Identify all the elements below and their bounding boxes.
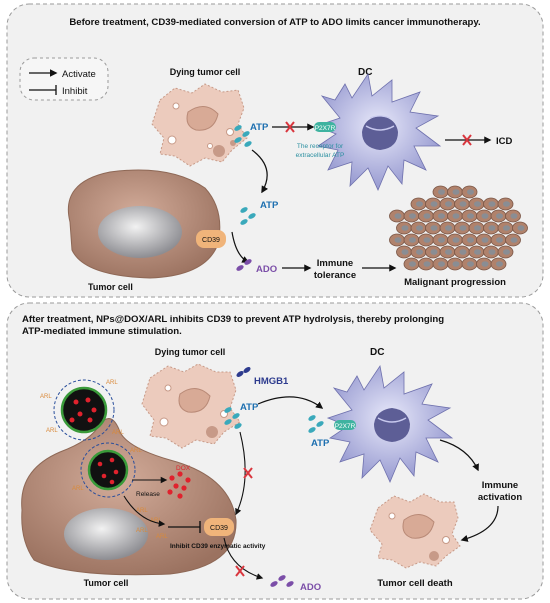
dc-label-bottom: DC (370, 347, 384, 358)
dying-tumor-cell-bottom (141, 363, 241, 449)
arl-label-9: ARL (136, 528, 148, 534)
p2x7r-receptor-top (314, 122, 336, 132)
nanoparticle-inside (80, 442, 136, 498)
tumor-cell-death-label: Tumor cell death (377, 578, 453, 589)
p2x7r-label-top: P2X7R (315, 125, 336, 132)
arl-label-1: ARL (40, 394, 52, 400)
arl-label-5: ARL (72, 486, 84, 492)
ado-label-bottom: ADO (300, 582, 321, 593)
activation-to-death-arrow (460, 505, 499, 542)
nanoparticle-outside (53, 379, 115, 441)
immune-tolerance-2: tolerance (314, 270, 356, 281)
atp-cd39-block-x-icon (243, 467, 253, 479)
ado-molecules-top (236, 259, 252, 271)
icd-label: ICD (496, 136, 513, 147)
dc-to-activation-arrow (439, 439, 479, 472)
atp-label-top-2: ATP (260, 200, 279, 211)
block-x-icon (285, 121, 295, 133)
dying-tumor-cell-top (151, 83, 248, 167)
inhibit-cd39-note: Inhibit CD39 enzymatic activity (170, 543, 266, 550)
dying-cell-label-top: Dying tumor cell (170, 67, 241, 77)
cd39-enzyme-bottom (204, 518, 234, 536)
p2x7r-label-bottom: P2X7R (335, 423, 356, 430)
legend-inhibit: Inhibit (62, 86, 88, 97)
ado-label-top: ADO (256, 264, 277, 275)
arl-label-7: ARL (136, 508, 148, 514)
icd-block-x-icon (462, 134, 472, 146)
atp-molecules-bottom-1 (224, 407, 242, 429)
atp-to-dc-curve-bottom (257, 396, 324, 409)
atp-label-bottom-2: ATP (311, 438, 330, 449)
immune-activation-2: activation (478, 492, 523, 503)
atp-molecules-bottom-2 (308, 415, 324, 433)
hmgb1-molecules (236, 367, 251, 377)
cd39-to-ado-blocked-arrow (223, 537, 264, 580)
cd39-enzyme-top (196, 230, 226, 248)
receptor-note-2: extracellular ATP (296, 152, 345, 159)
tumor-cell-label-bottom: Tumor cell (84, 578, 129, 588)
legend-activate: Activate (62, 69, 96, 80)
atp-down-curve-arrow (251, 149, 269, 194)
top-panel-title: Before treatment, CD39-mediated conversi… (69, 17, 480, 28)
dead-tumor-cell (369, 493, 461, 569)
immune-activation-1: Immune (482, 480, 518, 491)
release-label: Release (136, 491, 160, 498)
atp-label-bottom-1: ATP (240, 402, 259, 413)
dying-cell-label-bottom: Dying tumor cell (155, 347, 226, 357)
arl-label-2: ARL (106, 380, 118, 386)
tumor-cell-top (67, 169, 221, 279)
cd39-label-bottom: CD39 (210, 525, 228, 532)
bottom-title-1: After treatment, NPs@DOX/ARL inhibits CD… (22, 314, 444, 325)
arl-label-8: ARL (150, 518, 162, 524)
dendritic-cell-top (314, 72, 442, 192)
ado-block-x-icon (235, 565, 245, 577)
arl-to-cd39-arrow (123, 495, 166, 527)
bottom-title-2: ATP-mediated immune stimulation. (22, 326, 182, 337)
dox-molecules (167, 471, 191, 499)
atp-molecules-top-1 (234, 125, 252, 147)
dendritic-cell-bottom (326, 364, 454, 484)
cd39-label-top: CD39 (202, 237, 220, 244)
atp-molecules-top-2 (240, 207, 256, 225)
atp-label-top-1: ATP (250, 122, 269, 133)
immune-tolerance-1: Immune (317, 258, 353, 269)
p2x7r-receptor-bottom (334, 420, 356, 430)
arl-label-3: ARL (46, 428, 58, 434)
arl-label-6: ARL (130, 448, 142, 454)
dc-label-top: DC (358, 67, 372, 78)
receptor-note-1: The receptor for (297, 143, 344, 150)
malignant-cell-cluster (389, 185, 528, 271)
malignant-progression-label: Malignant progression (404, 277, 506, 288)
ado-molecules-bottom (270, 575, 294, 587)
tumor-cell-bottom (21, 418, 237, 576)
tumor-cell-label-top: Tumor cell (88, 282, 133, 292)
dox-label: DOX (176, 465, 191, 472)
hmgb1-label: HMGB1 (254, 376, 289, 387)
arl-label-10: ARL (156, 534, 168, 540)
arl-label-4: ARL (112, 430, 124, 436)
